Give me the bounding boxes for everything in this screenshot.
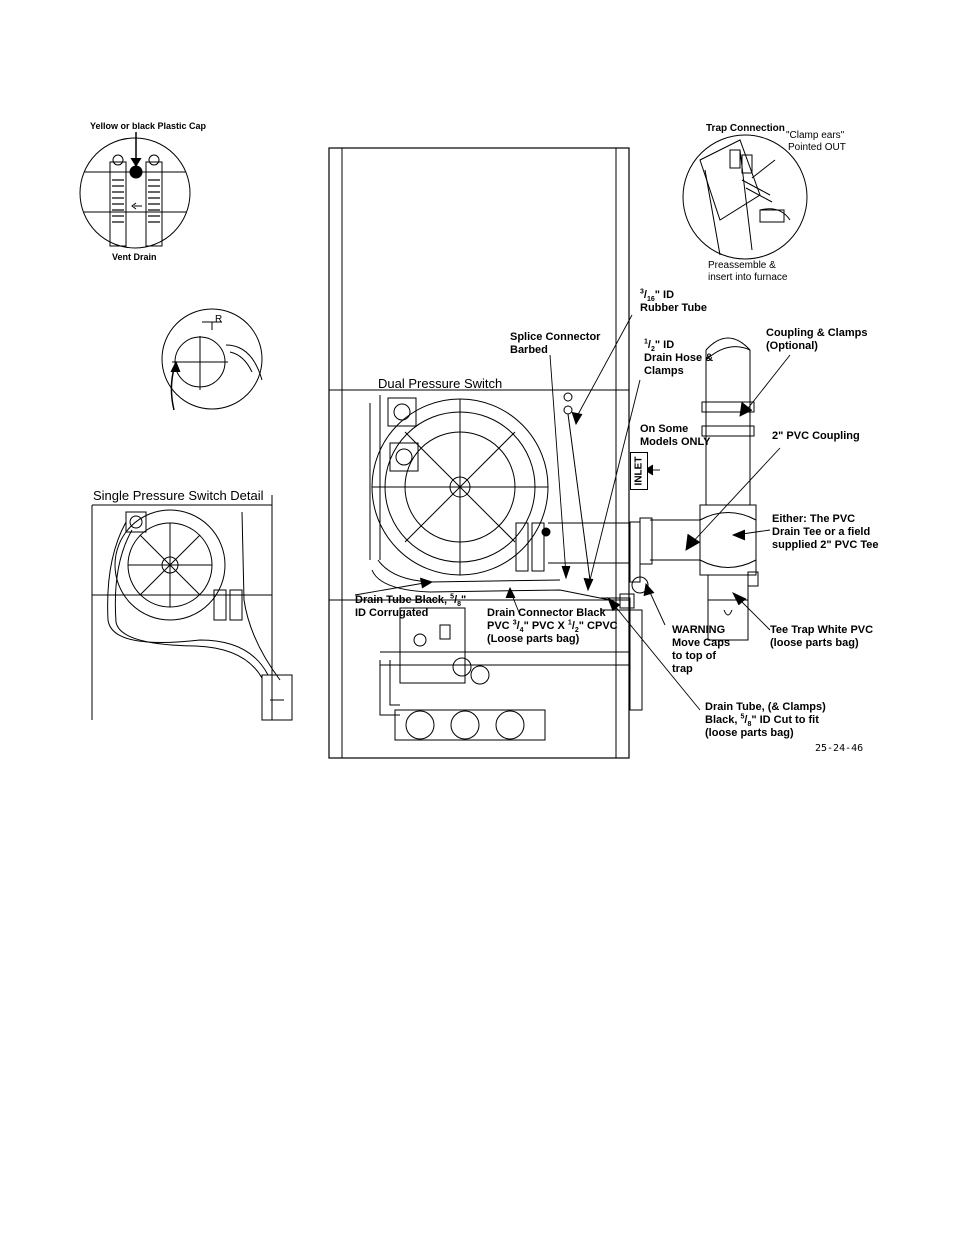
single-switch-label: Single Pressure Switch Detail bbox=[93, 488, 264, 503]
either-label-2: Drain Tee or a field bbox=[772, 526, 871, 538]
single-pressure-switch-detail bbox=[91, 495, 293, 721]
vent-drain-detail bbox=[79, 132, 191, 249]
dual-switch-label: Dual Pressure Switch bbox=[378, 376, 503, 391]
leader-lines bbox=[354, 314, 791, 711]
warning-label-1: WARNING bbox=[672, 624, 726, 636]
drain-hose-label-1: 1/2" ID bbox=[644, 338, 675, 354]
drain-hose-label-3: Clamps bbox=[644, 365, 684, 377]
tee-trap-label-2: (loose parts bag) bbox=[770, 637, 859, 649]
drain-tube-label-2: ID Corrugated bbox=[355, 607, 429, 619]
pvc-coupling-label: 2" PVC Coupling bbox=[772, 430, 860, 442]
drain-tube-clamps-label-3: (loose parts bag) bbox=[705, 727, 794, 739]
r-label: R bbox=[215, 314, 223, 325]
either-label-1: Either: The PVC bbox=[772, 513, 856, 525]
figure-code: 25-24-46 bbox=[815, 743, 864, 754]
some-models-label-2: Models ONLY bbox=[640, 436, 711, 448]
preassemble-label-1: Preassemble & bbox=[708, 260, 776, 271]
inducer-blower bbox=[369, 392, 629, 601]
warning-label-3: to top of bbox=[672, 650, 716, 662]
trap-connection-detail bbox=[682, 134, 808, 260]
clamp-ears-label-1: "Clamp ears" bbox=[786, 130, 845, 141]
rubber-tube-label-2: Rubber Tube bbox=[640, 302, 708, 314]
connector-label-3: (Loose parts bag) bbox=[487, 633, 580, 645]
connector-label-2: PVC 3/4" PVC X 1/2" CPVC bbox=[487, 619, 618, 635]
inlet-label: INLET bbox=[633, 456, 645, 486]
connector-label-1: Drain Connector Black bbox=[487, 607, 606, 619]
coupling-label-1: Coupling & Clamps bbox=[766, 327, 868, 339]
furnace-cabinet bbox=[328, 147, 630, 759]
clamp-ears-label-2: Pointed OUT bbox=[788, 142, 846, 153]
coupling-label-2: (Optional) bbox=[766, 340, 818, 352]
drain-tube-clamps-label-2: Black, 5/8" ID Cut to fit bbox=[705, 713, 819, 729]
rubber-tube-label-1: 3/16" ID bbox=[640, 288, 675, 304]
cap-label: Yellow or black Plastic Cap bbox=[90, 121, 207, 131]
vent-drain-label: Vent Drain bbox=[112, 252, 157, 262]
either-label-3: supplied 2" PVC Tee bbox=[772, 539, 879, 551]
warning-label-4: trap bbox=[672, 663, 693, 675]
control-board bbox=[379, 607, 629, 741]
splice-label-1: Splice Connector bbox=[510, 331, 601, 343]
tee-trap-label-1: Tee Trap White PVC bbox=[770, 624, 874, 636]
drain-tube-clamps-label-1: Drain Tube, (& Clamps) bbox=[705, 701, 826, 713]
drain-hose-label-2: Drain Hose & bbox=[644, 352, 714, 364]
splice-label-2: Barbed bbox=[510, 344, 548, 356]
inlet-sign: INLET bbox=[630, 452, 648, 490]
preassemble-label-2: insert into furnace bbox=[708, 272, 788, 283]
drain-tube-label-1: Drain Tube Black, 5/8" bbox=[355, 593, 467, 609]
some-models-label-1: On Some bbox=[640, 423, 689, 435]
warning-label-2: Move Caps bbox=[672, 637, 731, 649]
trap-connection-label: Trap Connection bbox=[706, 123, 785, 134]
bend-radius-detail bbox=[161, 308, 263, 411]
pvc-vent-pipe bbox=[639, 337, 759, 641]
